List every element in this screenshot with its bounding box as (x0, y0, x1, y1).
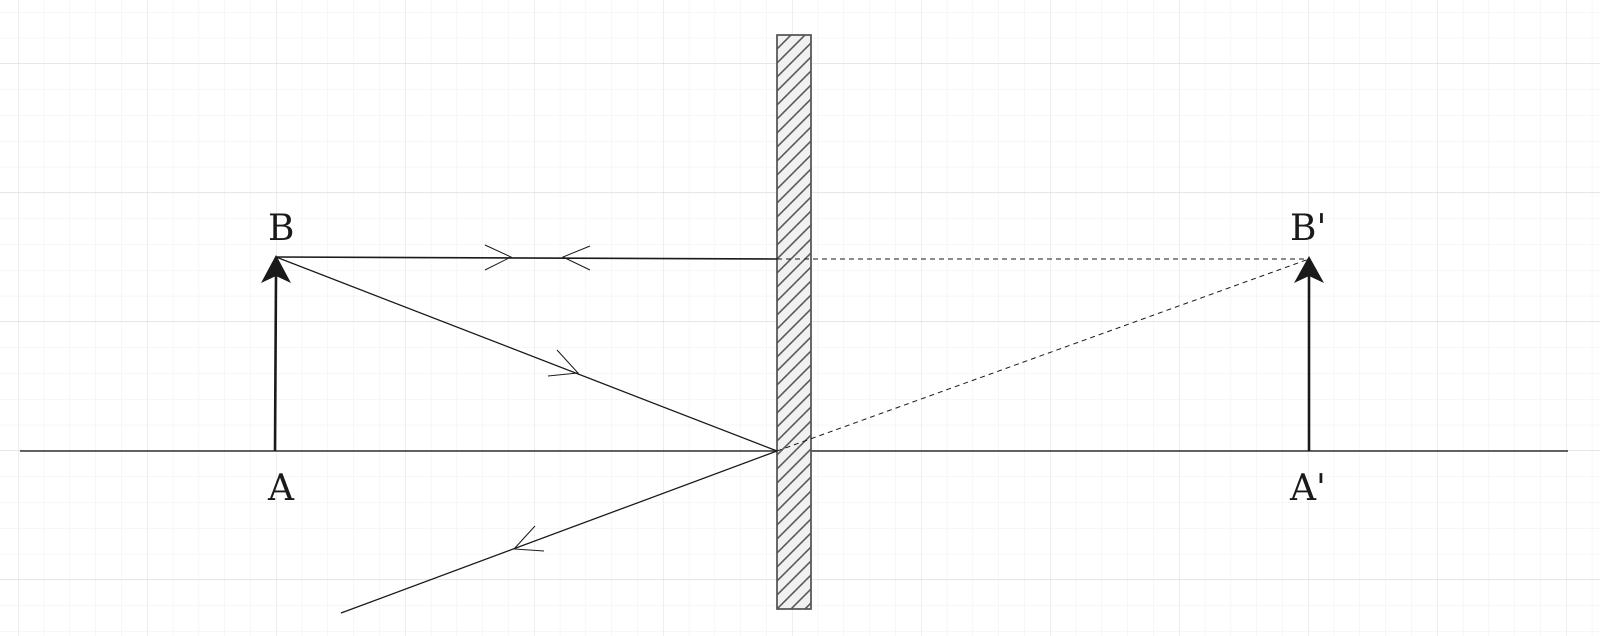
ray-arrow-outgoing (484, 244, 513, 271)
reflected-ray-arrow (512, 525, 545, 552)
virtual-ray-diagonal (776, 258, 1310, 452)
incident-ray-diagonal (275, 256, 778, 452)
image-arrowhead (1294, 256, 1324, 283)
ray-arrow-incoming (561, 245, 591, 271)
plane-mirror-hatching (776, 34, 812, 610)
object-arrow-shaft (273, 274, 278, 452)
object-arrowhead (261, 255, 291, 283)
incident-ray-horizontal (275, 256, 778, 260)
reflected-ray (340, 450, 778, 614)
label-image-top: B' (1290, 208, 1326, 249)
label-image-base: A' (1289, 468, 1326, 509)
label-object-base: A (267, 468, 295, 509)
incident-ray-arrow (547, 349, 580, 377)
label-object-top: B (268, 208, 294, 249)
